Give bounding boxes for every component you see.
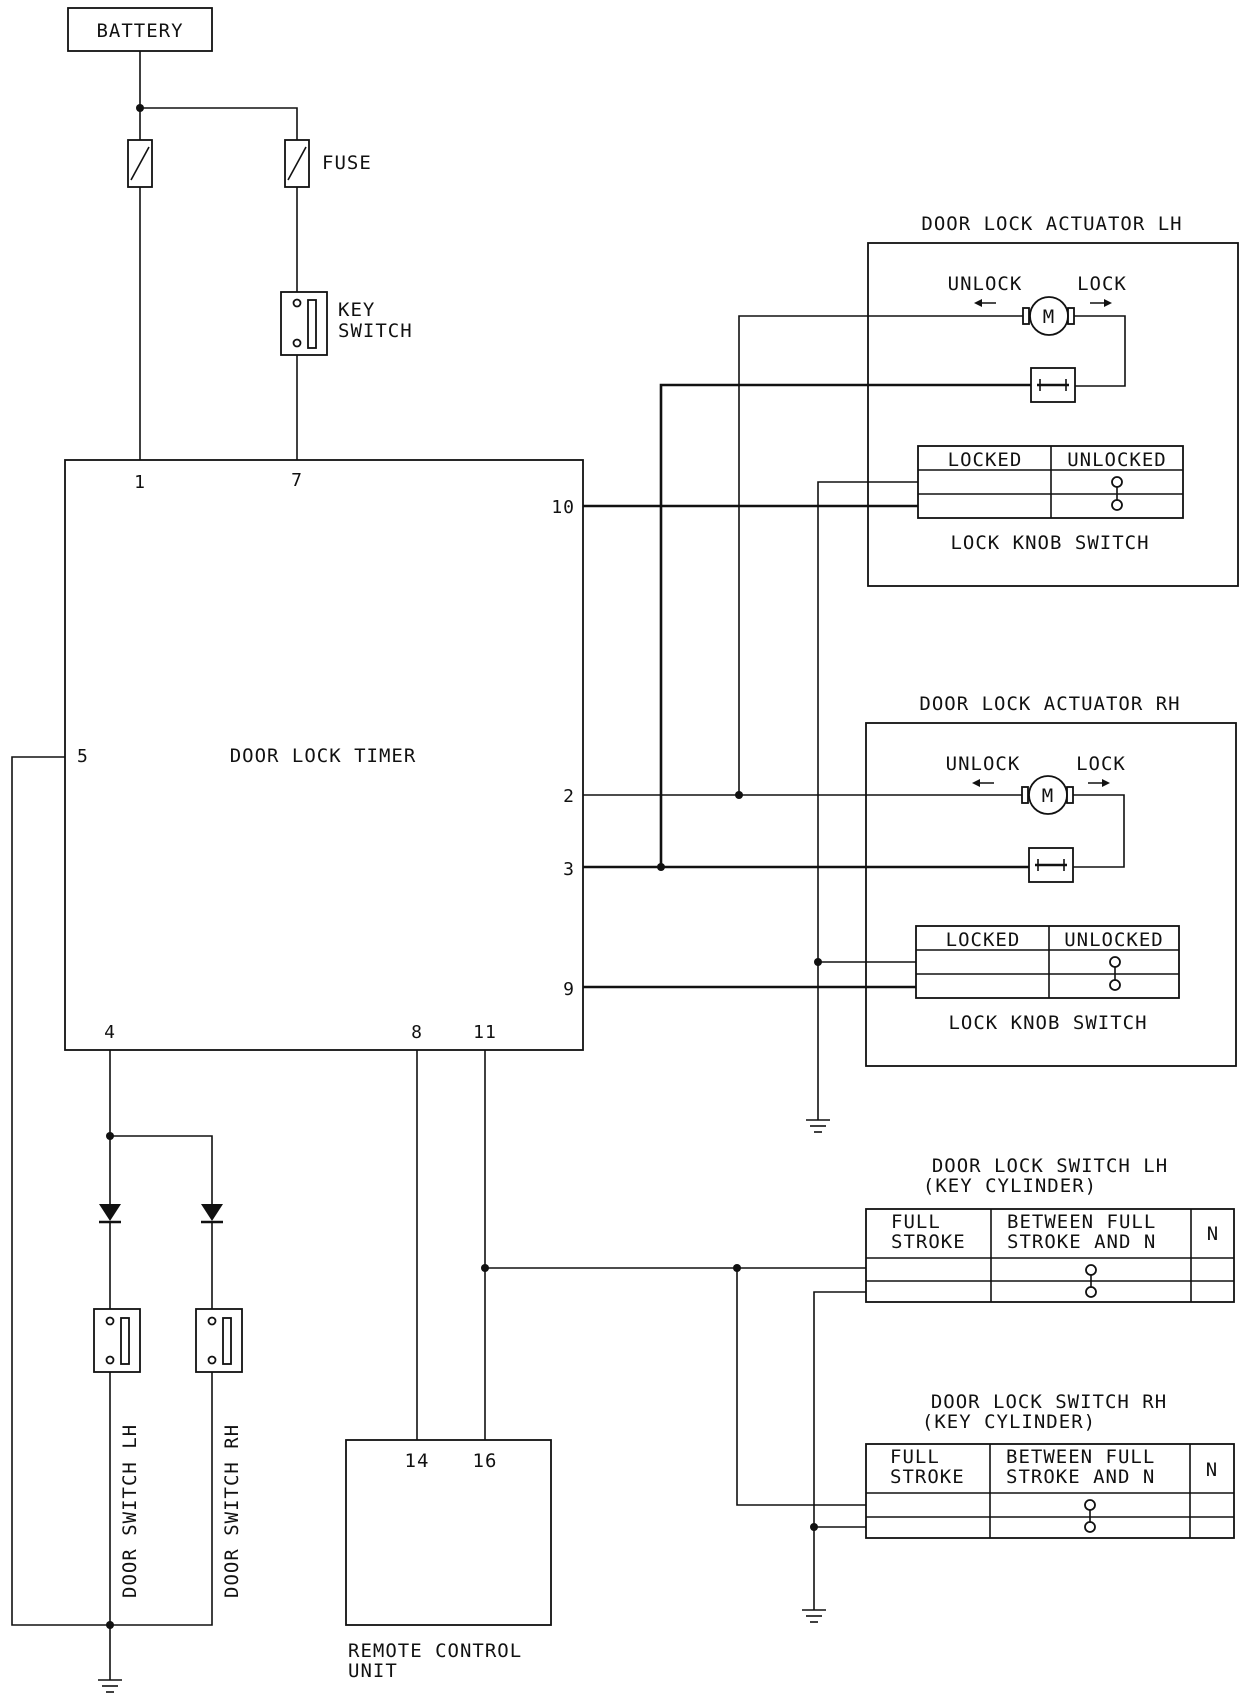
lock-switch-lh-title2: (KEY CYLINDER): [923, 1175, 1097, 1197]
remote-pin-16: 16: [473, 1450, 498, 1472]
door-switch-rh-label: DOOR SWITCH RH: [221, 1424, 243, 1598]
lock-switch-lh-col2-l2: STROKE AND N: [1007, 1231, 1156, 1253]
lock-switch-lh-col1-l2: STROKE: [891, 1231, 966, 1253]
lock-switch-lh-col2-l1: BETWEEN FULL: [1007, 1211, 1156, 1233]
knob-rh-switch-label: LOCK KNOB SWITCH: [948, 1012, 1147, 1034]
ground-lock-switch: [802, 1609, 826, 1623]
lock-switch-rh-col2-l1: BETWEEN FULL: [1006, 1446, 1155, 1468]
battery: BATTERY: [67, 7, 213, 52]
pin-10: 10: [551, 497, 575, 518]
pin-11: 11: [473, 1022, 497, 1043]
actuator-rh-lock: LOCK: [1076, 753, 1126, 775]
timer-label: DOOR LOCK TIMER: [230, 745, 417, 767]
fuse-left: [127, 139, 153, 188]
door-switch-lh: [93, 1308, 141, 1373]
lock-switch-rh: FULL STROKE BETWEEN FULL STROKE AND N N: [865, 1443, 1235, 1539]
pin-1: 1: [134, 472, 146, 493]
door-lock-timer: DOOR LOCK TIMER 1 7 10 5 2 3 9 4 8 11: [64, 459, 584, 1051]
knob-lh-switch-label: LOCK KNOB SWITCH: [950, 532, 1149, 554]
knob-rh-locked: LOCKED: [946, 929, 1021, 951]
fuse-label: FUSE: [322, 152, 372, 174]
lock-switch-lh-col3: N: [1207, 1223, 1219, 1245]
lock-switch-rh-title2: (KEY CYLINDER): [922, 1411, 1096, 1433]
ground-door-switch: [98, 1679, 122, 1693]
pin-5: 5: [77, 746, 89, 767]
pin-3: 3: [563, 859, 575, 880]
door-switch-rh: [195, 1308, 243, 1373]
lock-switch-rh-col2-l2: STROKE AND N: [1006, 1466, 1155, 1488]
knob-lh-locked: LOCKED: [948, 449, 1023, 471]
actuator-lh-unlock: UNLOCK: [948, 273, 1023, 295]
lock-switch-rh-col1-l2: STROKE: [890, 1466, 965, 1488]
actuator-rh-unlock: UNLOCK: [946, 753, 1021, 775]
lock-switch-rh-col1-l1: FULL: [890, 1446, 940, 1468]
remote-pin-14: 14: [405, 1450, 430, 1472]
actuator-rh-title: DOOR LOCK ACTUATOR RH: [919, 693, 1180, 715]
diode-lh: [99, 1204, 121, 1224]
lock-switch-rh-col3: N: [1206, 1459, 1218, 1481]
knob-rh-unlocked: UNLOCKED: [1064, 929, 1164, 951]
actuator-lh-title: DOOR LOCK ACTUATOR LH: [921, 213, 1182, 235]
lock-switch-lh-col1-l1: FULL: [891, 1211, 941, 1233]
motor-lh-label: M: [1043, 306, 1055, 328]
actuator-lh-lock: LOCK: [1077, 273, 1127, 295]
actuator-lh: UNLOCK LOCK M LOCKED UNLOCKED LOCK KNOB …: [867, 242, 1239, 587]
lock-switch-rh-title1: DOOR LOCK SWITCH RH: [931, 1391, 1167, 1413]
key-switch-line1: KEY: [338, 299, 375, 321]
remote-label-line1: REMOTE CONTROL: [348, 1640, 522, 1662]
key-switch-line2: SWITCH: [338, 320, 413, 342]
battery-label: BATTERY: [96, 20, 183, 42]
ground-knob: [806, 1119, 830, 1133]
pin-8: 8: [411, 1022, 423, 1043]
remote-control-unit: 14 16: [345, 1439, 552, 1626]
pin-9: 9: [563, 979, 575, 1000]
remote-label-line2: UNIT: [348, 1660, 398, 1682]
key-switch: [280, 291, 328, 356]
pin-7: 7: [291, 470, 303, 491]
lock-switch-lh-title1: DOOR LOCK SWITCH LH: [932, 1155, 1168, 1177]
pin-4: 4: [104, 1022, 116, 1043]
actuator-rh: UNLOCK LOCK M LOCKED UNLOCKED LOCK KNOB …: [865, 722, 1237, 1067]
knob-lh-unlocked: UNLOCKED: [1067, 449, 1167, 471]
fuse-right: [284, 139, 310, 188]
lock-switch-lh: FULL STROKE BETWEEN FULL STROKE AND N N: [865, 1208, 1235, 1303]
diode-rh: [201, 1204, 223, 1224]
pin-2: 2: [563, 786, 575, 807]
motor-rh-label: M: [1042, 785, 1054, 807]
door-switch-lh-label: DOOR SWITCH LH: [119, 1424, 141, 1598]
